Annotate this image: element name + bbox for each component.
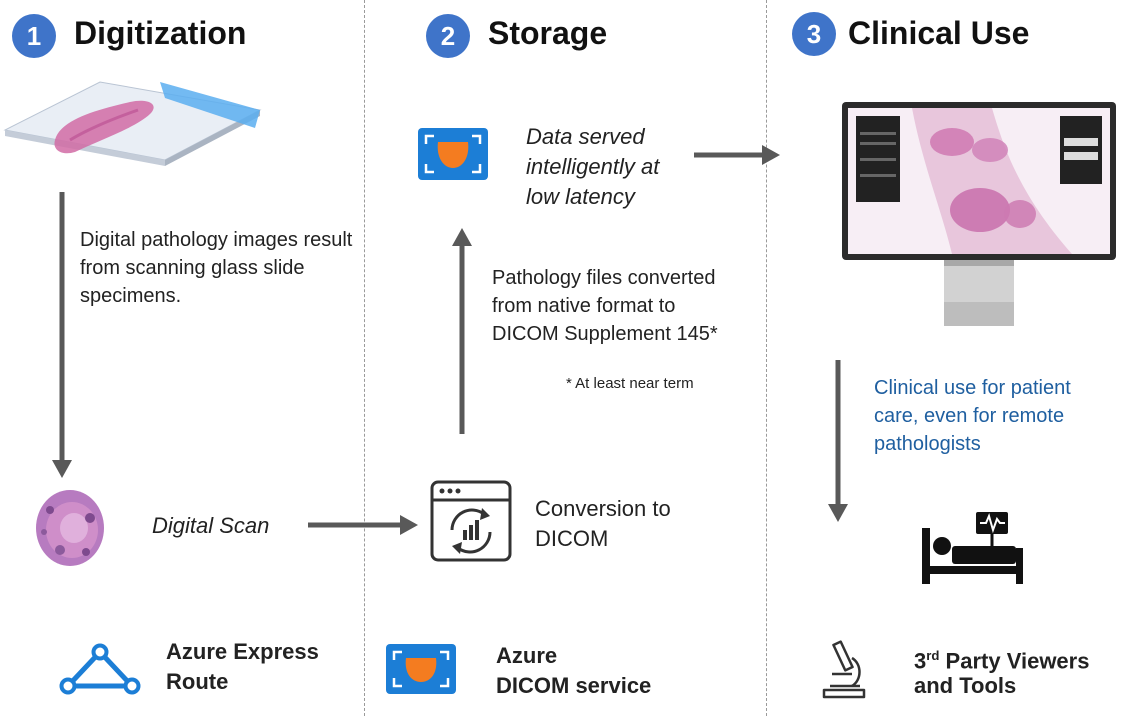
conversion-label: Conversion to DICOM (535, 496, 671, 551)
dicom-service-line2: DICOM service (496, 673, 652, 698)
step-2-title: Storage (488, 15, 608, 51)
viewers-line1: 3rd Party Viewers (914, 642, 1089, 675)
step-3-title: Clinical Use (848, 15, 1030, 51)
express-route-line1: Azure Express (166, 639, 319, 664)
scan-to-conversion-arrow (308, 515, 418, 535)
viewers-line2: and Tools (914, 673, 1017, 698)
glass-slide-image (3, 81, 262, 166)
step-2-badge: 2 (426, 14, 470, 58)
monitor-viewer-image (842, 102, 1116, 326)
patient-bed-icon (922, 512, 1023, 584)
viewers-ordinal-suffix: rd (926, 648, 940, 663)
digitization-description: Digital pathology images result from sca… (80, 229, 353, 307)
express-route-line2: Route (166, 669, 229, 694)
dicom-service-icon (418, 128, 488, 180)
conversion-window-icon (430, 480, 512, 562)
divider-right (766, 0, 767, 716)
footnote: * At least near term (566, 375, 694, 392)
digital-scan-label: Digital Scan (152, 513, 270, 538)
conversion-description: Pathology files converted from native fo… (492, 267, 718, 345)
viewers-ordinal: 3 (914, 648, 927, 674)
microscope-icon (822, 640, 866, 699)
storage-to-viewer-arrow (694, 145, 780, 165)
viewer-to-bed-arrow (828, 360, 848, 522)
express-route-icon (59, 643, 141, 695)
data-served-text: Data served intelligently at low latency (526, 124, 660, 209)
tissue-sample-image (36, 490, 104, 566)
step-1-badge: 1 (12, 14, 56, 58)
dicom-service-line1: Azure (496, 643, 558, 668)
conversion-up-arrow (452, 228, 472, 434)
viewers-rest: Party Viewers (939, 648, 1090, 674)
clinical-use-text: Clinical use for patient care, even for … (874, 377, 1071, 455)
divider-left (364, 0, 365, 716)
step-3-badge: 3 (792, 12, 836, 56)
step-1-title: Digitization (74, 15, 247, 51)
down-arrow-1 (52, 192, 72, 478)
dicom-service-icon-bottom (386, 644, 456, 694)
